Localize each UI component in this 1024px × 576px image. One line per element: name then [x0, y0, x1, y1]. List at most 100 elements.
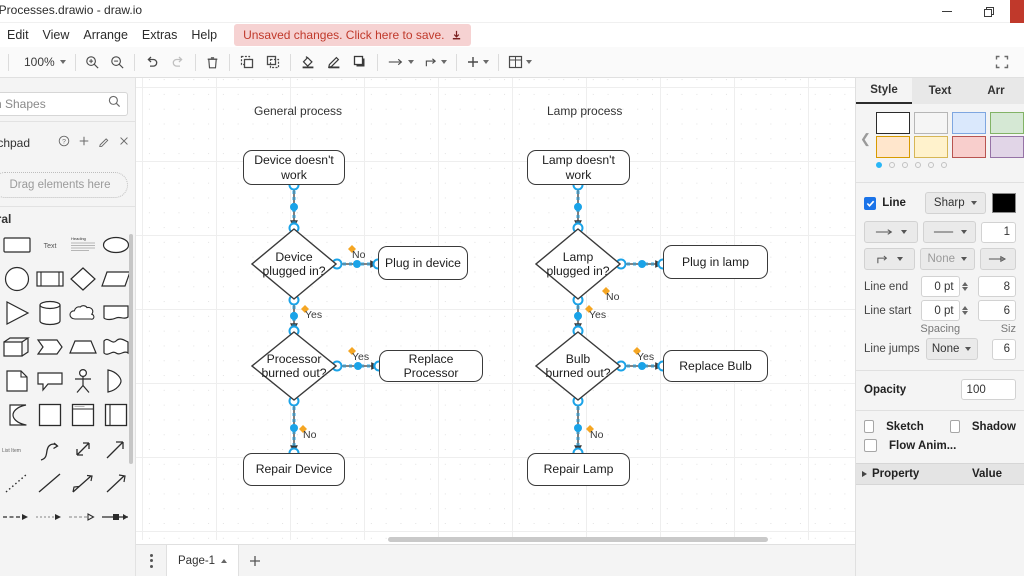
- close-icon[interactable]: [118, 134, 130, 152]
- insert-dropdown[interactable]: [461, 49, 494, 75]
- shape-document[interactable]: [99, 296, 132, 330]
- redo-icon[interactable]: [165, 49, 191, 75]
- table-dropdown[interactable]: [503, 49, 537, 75]
- shape-text[interactable]: Text: [33, 228, 66, 262]
- node-repair-lamp[interactable]: Repair Lamp: [527, 453, 630, 486]
- menu-item-view[interactable]: View: [42, 28, 70, 42]
- page-menu-icon[interactable]: [136, 545, 166, 576]
- opacity-input[interactable]: 100: [960, 379, 1016, 400]
- line-start-input[interactable]: 0 pt: [921, 300, 960, 321]
- node-device-plugged-in[interactable]: Device plugged in?: [251, 228, 337, 300]
- shape-curve[interactable]: [33, 432, 66, 466]
- node-bulb-burned-out[interactable]: Bulb burned out?: [535, 331, 621, 401]
- edit-icon[interactable]: [98, 134, 110, 152]
- waypoints-dropdown[interactable]: [419, 49, 452, 75]
- diagram-canvas[interactable]: General process Lamp process: [136, 78, 855, 540]
- chevron-up-icon[interactable]: [221, 558, 228, 563]
- shape-vertical-container[interactable]: [66, 398, 99, 432]
- pagination-dot-2[interactable]: [889, 162, 895, 168]
- shape-callout[interactable]: [33, 364, 66, 398]
- menu-item-arrange[interactable]: Arrange: [83, 28, 128, 42]
- shape-list-item[interactable]: List Item: [0, 432, 33, 466]
- tab-arrange[interactable]: Arr: [987, 85, 1005, 97]
- swatch-purple[interactable]: [990, 136, 1024, 158]
- shape-link[interactable]: [33, 500, 66, 534]
- shape-cylinder[interactable]: [33, 296, 66, 330]
- node-replace-bulb[interactable]: Replace Bulb: [663, 350, 768, 382]
- flow-animation-checkbox[interactable]: [864, 439, 877, 452]
- edge-label-yes-processor[interactable]: Yes: [352, 351, 370, 363]
- page-tab-page-1[interactable]: Page-1: [166, 544, 240, 576]
- tab-text[interactable]: Text: [928, 85, 952, 97]
- restore-icon[interactable]: [968, 0, 1010, 23]
- zoom-out-icon[interactable]: [105, 49, 130, 75]
- zoom-level-dropdown[interactable]: 100%: [13, 49, 71, 75]
- minimize-icon[interactable]: [926, 0, 968, 23]
- edge-label-yes-lamp-plugged[interactable]: Yes: [589, 309, 607, 321]
- undo-icon[interactable]: [139, 49, 165, 75]
- shape-dashed-arrow[interactable]: [66, 466, 99, 500]
- edge-label-no-lamp-plugged[interactable]: No: [606, 291, 620, 303]
- line-color-swatch[interactable]: [991, 193, 1016, 213]
- shape-parallelogram[interactable]: [99, 262, 132, 296]
- process-title-lamp[interactable]: Lamp process: [547, 104, 623, 118]
- node-replace-processor[interactable]: Replace Processor: [379, 350, 483, 382]
- shape-directional-connector[interactable]: [99, 466, 132, 500]
- edge-label-no-bulb[interactable]: No: [590, 429, 604, 441]
- node-plug-in-device[interactable]: Plug in device: [378, 246, 468, 280]
- node-repair-device[interactable]: Repair Device: [243, 453, 345, 486]
- line-width-input[interactable]: 1: [981, 221, 1016, 243]
- shadow-checkbox[interactable]: [949, 420, 960, 433]
- line-start-size-input[interactable]: 6: [977, 300, 1016, 321]
- shadow-icon[interactable]: [347, 49, 373, 75]
- node-processor-burned-out[interactable]: Processor burned out?: [251, 331, 337, 401]
- arrow-start-dropdown[interactable]: [864, 221, 918, 243]
- shape-process[interactable]: [33, 262, 66, 296]
- shape-double-arrow[interactable]: [66, 500, 99, 534]
- swatch-white[interactable]: [876, 112, 910, 134]
- perimeter-dropdown[interactable]: None: [919, 248, 975, 270]
- shape-triangle[interactable]: [0, 296, 33, 330]
- line-color-icon[interactable]: [321, 49, 347, 75]
- tab-style[interactable]: Style: [856, 78, 912, 104]
- sidebar-scrollbar[interactable]: [129, 234, 133, 464]
- shape-dashed-connector[interactable]: [0, 500, 33, 534]
- menu-item-edit[interactable]: Edit: [7, 28, 29, 42]
- shape-horizontal-container[interactable]: [99, 398, 132, 432]
- shape-circle[interactable]: [0, 262, 33, 296]
- swatch-orange[interactable]: [876, 136, 910, 158]
- line-end-stepper[interactable]: [961, 282, 968, 291]
- line-pattern-dropdown[interactable]: [922, 221, 977, 243]
- shape-note[interactable]: [0, 364, 33, 398]
- shape-rectangle[interactable]: [0, 228, 33, 262]
- shape-step[interactable]: [33, 330, 66, 364]
- waypoint-style-dropdown[interactable]: [864, 248, 915, 270]
- shape-arrow[interactable]: [99, 432, 132, 466]
- edge-label-yes-bulb[interactable]: Yes: [637, 351, 655, 363]
- shape-or[interactable]: [99, 364, 132, 398]
- shape-line[interactable]: [33, 466, 66, 500]
- section-header-general[interactable]: eral: [0, 212, 12, 226]
- menu-item-extras[interactable]: Extras: [141, 28, 178, 42]
- shape-bidirectional-connector[interactable]: [99, 500, 132, 534]
- add-page-button[interactable]: [239, 545, 271, 576]
- shape-heading[interactable]: Heading: [66, 228, 99, 262]
- swatch-blue[interactable]: [952, 112, 986, 134]
- chevron-left-icon[interactable]: ❮: [860, 131, 871, 146]
- line-jumps-dropdown[interactable]: None: [925, 338, 978, 360]
- scratchpad-drop-area[interactable]: Drag elements here: [0, 172, 128, 198]
- process-title-general[interactable]: General process: [254, 104, 343, 118]
- sketch-checkbox[interactable]: [864, 420, 875, 433]
- swatch-yellow[interactable]: [914, 136, 948, 158]
- node-plug-in-lamp[interactable]: Plug in lamp: [663, 245, 768, 279]
- pagination-dot-3[interactable]: [902, 162, 908, 168]
- shape-dotted-line[interactable]: [0, 466, 33, 500]
- connection-arrow-dropdown[interactable]: [382, 49, 419, 75]
- line-jumps-size-input[interactable]: 6: [991, 338, 1016, 360]
- unsaved-changes-banner[interactable]: Unsaved changes. Click here to save.: [234, 24, 471, 46]
- pagination-dot-5[interactable]: [928, 162, 934, 168]
- to-back-icon[interactable]: [260, 49, 286, 75]
- edge-label-yes-device-plugged[interactable]: Yes: [305, 309, 323, 321]
- shape-ellipse[interactable]: [99, 228, 132, 262]
- shape-cube[interactable]: [0, 330, 33, 364]
